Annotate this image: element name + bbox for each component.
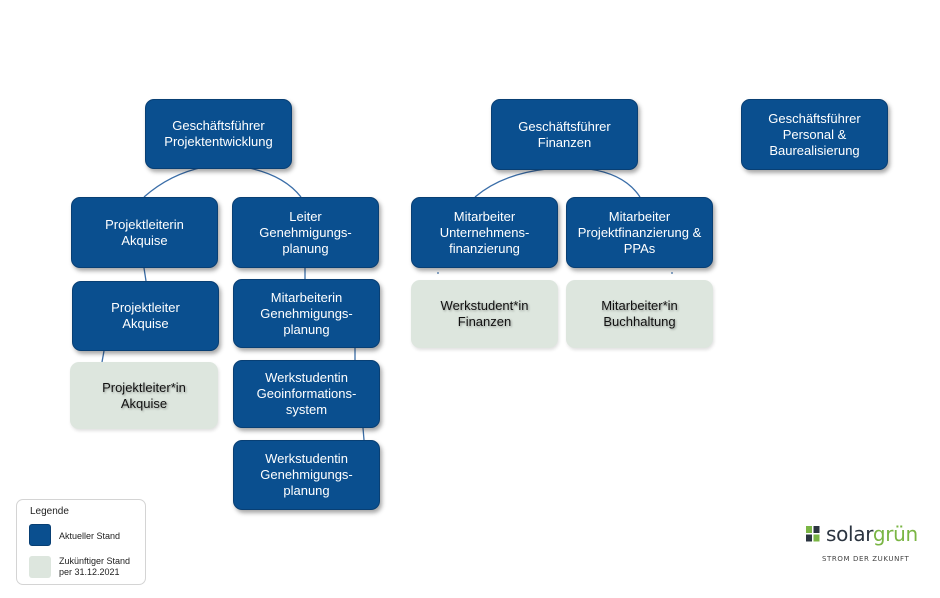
- projektleiter-akquise-box: Projektleiter Akquise: [72, 281, 219, 351]
- connector-gf-finanzen-to-unternehmen: [474, 168, 548, 198]
- legend-current-label: Aktueller Stand: [59, 531, 121, 541]
- connector-genehmigung-3-to-4: [362, 427, 365, 441]
- connector-gf-projekt-to-genehmigung: [243, 166, 302, 198]
- werkstudent-finanzen-box: Werkstudent*in Finanzen: [411, 280, 558, 348]
- connector-akquise-2-to-3: [101, 350, 105, 363]
- logo-wordmark: solargrün: [826, 522, 918, 546]
- connector-gf-finanzen-to-projektfin: [588, 168, 641, 198]
- mitarbeiter-unternehmensfinanzierung-box: Mitarbeiter Unternehmens- finanzierung: [411, 197, 558, 268]
- legend-future-label: Zukünftiger Stand per 31.12.2021: [59, 556, 131, 577]
- gf-projektentwicklung-box: Geschäftsführer Projektentwicklung: [145, 99, 292, 169]
- gf-personal-box: Geschäftsführer Personal & Baurealisieru…: [741, 99, 888, 170]
- projektleiter-in-akquise-box: Projektleiter*in Akquise: [70, 362, 218, 429]
- solar-panel-icon: [806, 526, 820, 542]
- leiter-genehmigungsplanung-box: Leiter Genehmigungs- planung: [232, 197, 379, 268]
- mitarbeiter-projektfinanzierung-box: Mitarbeiter Projektfinanzierung & PPAs: [566, 197, 713, 268]
- gf-finanzen-box: Geschäftsführer Finanzen: [491, 99, 638, 170]
- logo-tagline: STROM DER ZUKUNFT: [822, 555, 910, 563]
- werkstudentin-geoinformationssystem-box: Werkstudentin Geoinformations- system: [233, 360, 380, 428]
- legend-title: Legende: [30, 506, 69, 517]
- werkstudentin-genehmigungsplanung-box: Werkstudentin Genehmigungs- planung: [233, 440, 380, 510]
- connector-gf-projekt-to-akquise: [143, 166, 205, 198]
- mitarbeiterin-genehmigungsplanung-box: Mitarbeiterin Genehmigungs- planung: [233, 279, 380, 348]
- legend-current-swatch: [29, 524, 51, 546]
- legend-future-swatch: [29, 556, 51, 578]
- solargruen-logo: solargrün STROM DER ZUKUNFT: [806, 522, 918, 573]
- connector-akquise-1-to-2: [143, 267, 147, 282]
- projektleiterin-akquise-box: Projektleiterin Akquise: [71, 197, 218, 268]
- mitarbeiter-buchhaltung-box: Mitarbeiter*in Buchhaltung: [566, 280, 713, 348]
- legend: Legende Aktueller Stand Zukünftiger Stan…: [16, 499, 146, 585]
